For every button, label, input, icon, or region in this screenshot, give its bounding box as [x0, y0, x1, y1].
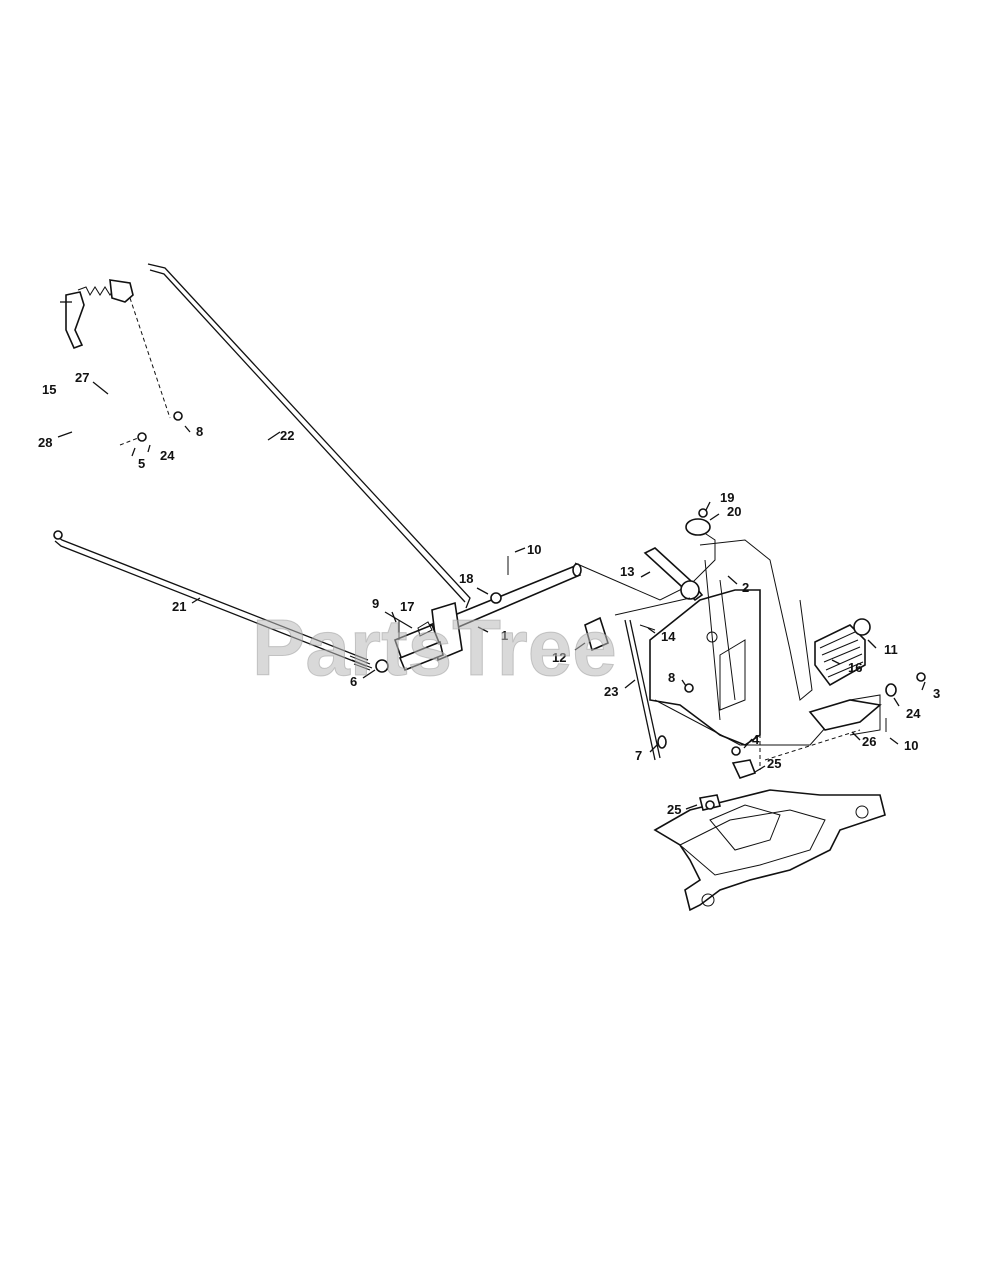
callout-2: 2: [742, 580, 749, 595]
lever-assembly: [584, 508, 711, 761]
callout-8-lower: 8: [668, 670, 675, 685]
pedal-assembly: [814, 618, 871, 687]
rod-22: [147, 263, 471, 609]
callout-21: 21: [172, 599, 186, 614]
frame-outline: [574, 529, 881, 770]
callout-10-lower: 10: [904, 738, 918, 753]
callout-25-left: 25: [667, 802, 681, 817]
callout-labels: 27 15 28 8 24 5 22 10 18 1 9 17 21 6 12 …: [38, 370, 940, 817]
bracket-26-assembly: [808, 672, 926, 732]
callout-18: 18: [459, 571, 473, 586]
callout-5: 5: [138, 456, 145, 471]
leader-lines: [57, 301, 926, 810]
shaft-assembly: [375, 556, 582, 673]
rod-21: [53, 530, 373, 671]
callout-3: 3: [933, 686, 940, 701]
callout-15: 15: [42, 382, 56, 397]
callout-6: 6: [350, 674, 357, 689]
callout-12: 12: [552, 650, 566, 665]
callout-23: 23: [604, 684, 618, 699]
callout-28: 28: [38, 435, 52, 450]
callout-11: 11: [884, 642, 898, 657]
callout-14: 14: [661, 629, 676, 644]
callout-9: 9: [372, 596, 379, 611]
callout-24-upper: 24: [160, 448, 175, 463]
callout-25-right: 25: [767, 756, 781, 771]
callout-10-upper: 10: [527, 542, 541, 557]
callout-13: 13: [620, 564, 634, 579]
callout-1: 1: [501, 628, 508, 643]
callout-20: 20: [727, 504, 741, 519]
clips-25: [699, 746, 757, 811]
callout-8-upper: 8: [196, 424, 203, 439]
callout-24-lower: 24: [906, 706, 921, 721]
callout-4: 4: [752, 732, 760, 747]
callout-17: 17: [400, 599, 414, 614]
callout-26: 26: [862, 734, 876, 749]
callout-16: 16: [848, 660, 862, 675]
callout-22: 22: [280, 428, 294, 443]
callout-7: 7: [635, 748, 642, 763]
watermark-text: PartsTree: [252, 603, 617, 692]
callout-19: 19: [720, 490, 734, 505]
base-plate: [653, 789, 886, 912]
spring-bracket-assembly: [65, 279, 183, 446]
callout-27: 27: [75, 370, 89, 385]
